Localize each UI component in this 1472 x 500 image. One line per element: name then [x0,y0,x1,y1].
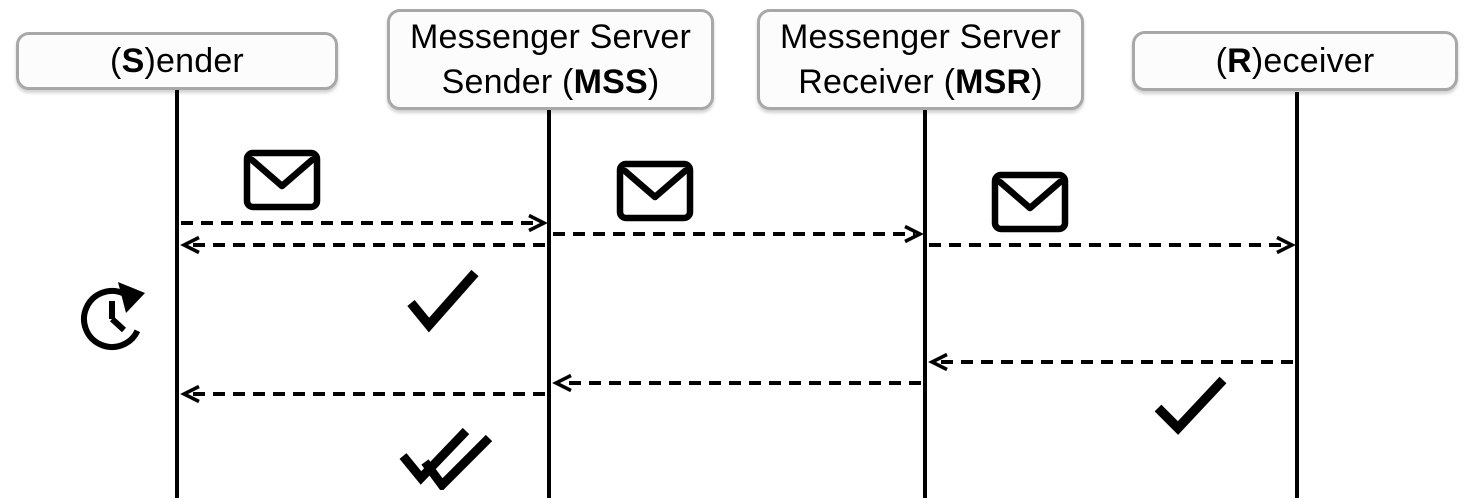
arrow-mss-to-msr [553,224,924,244]
actor-name: (S)ender [110,41,244,80]
envelope-icon [991,171,1069,233]
double-check-icon [396,426,496,490]
lifeline-receiver [1295,92,1299,498]
actor-box-msr: Messenger Server Receiver (MSR) [757,9,1084,110]
arrow-receiver-to-msr [928,352,1293,372]
arrow-msr-to-mss [552,373,921,393]
check-icon [1150,374,1230,436]
actor-name: Sender (MSS) [441,62,660,101]
arrow-msr-to-receiver [929,235,1296,255]
actor-name: Receiver (MSR) [798,62,1043,101]
lifeline-mss [547,110,551,498]
actor-name-line1: Messenger Server [410,17,691,56]
lifeline-msr [923,110,927,498]
actor-name-line1: Messenger Server [780,17,1061,56]
arrow-mss-to-sender [180,384,545,404]
actor-box-receiver: (R)eceiver [1132,31,1458,91]
actor-box-mss: Messenger Server Sender (MSS) [387,9,714,110]
clock-refresh-icon [76,281,150,355]
arrow-mss-to-sender [180,235,545,255]
envelope-icon [243,149,321,211]
arrow-sender-to-mss [181,213,548,233]
envelope-icon [616,160,694,222]
actor-box-sender: (S)ender [16,32,338,90]
lifeline-sender [175,90,179,498]
actor-name: (R)eceiver [1215,41,1375,80]
check-icon [402,266,482,336]
